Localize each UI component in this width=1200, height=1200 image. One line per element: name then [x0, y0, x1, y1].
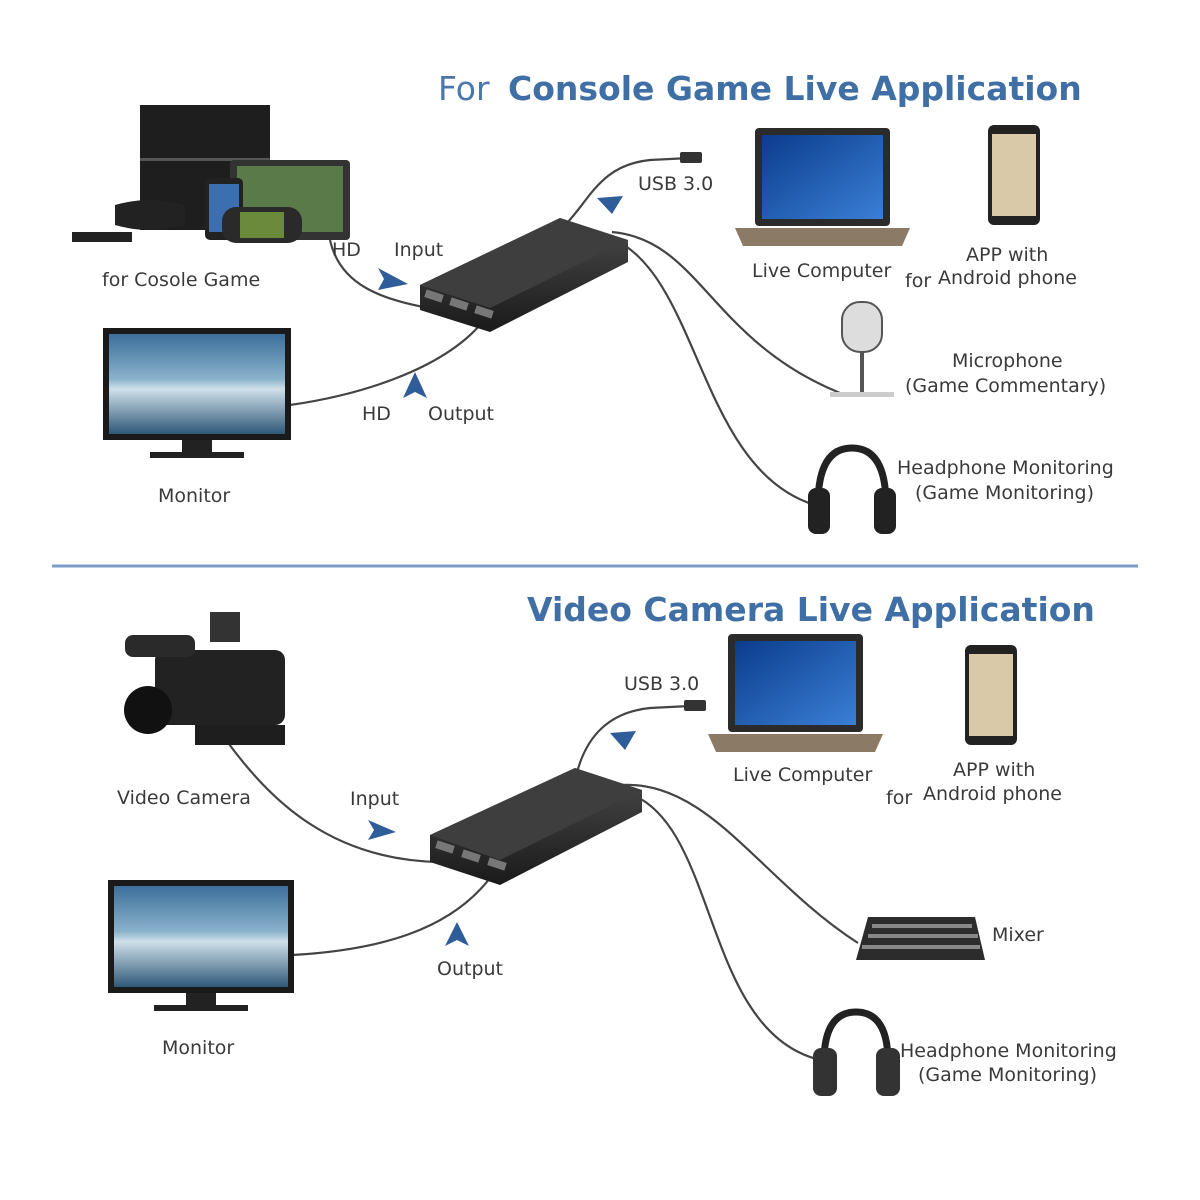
app-for-label: for: [905, 270, 931, 292]
output-arrow: [403, 372, 427, 398]
app-with-label: APP with: [966, 244, 1048, 266]
cable-camera-input: [225, 739, 441, 864]
headphone-sublabel: (Game Monitoring): [915, 482, 1094, 504]
cable-monitor-output: [289, 324, 481, 407]
headphone-label-2: Headphone Monitoring: [900, 1040, 1117, 1062]
mixer-label: Mixer: [992, 924, 1044, 946]
monitor-label-2: Monitor: [162, 1037, 234, 1059]
cable-mixer: [619, 783, 859, 944]
console-section: For Console Game Live Application: [72, 69, 1114, 534]
cable-usb-2: [573, 704, 691, 781]
usb-arrow: [597, 196, 623, 214]
laptop-icon-2: [708, 634, 883, 752]
microphone-label: Microphone: [952, 350, 1063, 372]
cable-mic: [611, 230, 841, 395]
android-phone-icon-2: [965, 645, 1017, 745]
console-title: Console Game Live Application: [508, 69, 1082, 108]
input-label: Input: [394, 239, 443, 261]
usb-plug-icon-2: [684, 700, 706, 711]
hd-output-label: HD: [362, 403, 391, 425]
cable-monitor-output-2: [291, 877, 491, 957]
app-for-label-2: for: [886, 787, 912, 809]
microphone-sublabel: (Game Commentary): [905, 375, 1106, 397]
monitor-icon: [103, 328, 291, 458]
cable-usb: [564, 156, 691, 226]
console-title-prefix: For: [438, 69, 490, 108]
console-game-label: for Cosole Game: [102, 269, 260, 291]
capture-device: [420, 218, 628, 332]
android-phone-label-2: Android phone: [923, 783, 1062, 805]
live-computer-label: Live Computer: [752, 260, 891, 282]
video-camera-label: Video Camera: [117, 787, 251, 809]
camera-title: Video Camera Live Application: [527, 590, 1095, 629]
headphone-icon-2: [813, 1008, 900, 1096]
hd-input-label: HD: [332, 239, 361, 261]
headphone-label: Headphone Monitoring: [897, 457, 1114, 479]
headphone-icon: [808, 444, 896, 534]
monitor-label: Monitor: [158, 485, 230, 507]
cable-headphone: [614, 239, 816, 507]
input-arrow-2: [368, 820, 396, 840]
mixer-icon: [856, 917, 985, 960]
camera-section: Video Camera Live Application Video C: [108, 590, 1117, 1096]
console-devices-icon: [72, 105, 350, 243]
usb-arrow-2: [610, 731, 636, 750]
input-label-2: Input: [350, 788, 399, 810]
video-camera-icon: [124, 612, 285, 745]
output-label: Output: [428, 403, 494, 425]
output-arrow-2: [445, 922, 469, 946]
capture-device-2: [430, 768, 642, 885]
input-arrow: [378, 268, 408, 290]
usb-label-2: USB 3.0: [624, 673, 699, 695]
android-phone-label: Android phone: [938, 267, 1077, 289]
microphone-icon: [830, 301, 894, 397]
output-label-2: Output: [437, 958, 503, 980]
monitor-icon-2: [108, 880, 294, 1011]
usb-plug-icon: [680, 152, 702, 163]
app-with-label-2: APP with: [953, 759, 1035, 781]
android-phone-icon: [988, 125, 1040, 225]
live-computer-label-2: Live Computer: [733, 764, 872, 786]
headphone-sublabel-2: (Game Monitoring): [918, 1064, 1097, 1086]
usb-label: USB 3.0: [638, 173, 713, 195]
cable-headphone-2: [624, 790, 821, 1062]
laptop-icon: [735, 128, 910, 246]
